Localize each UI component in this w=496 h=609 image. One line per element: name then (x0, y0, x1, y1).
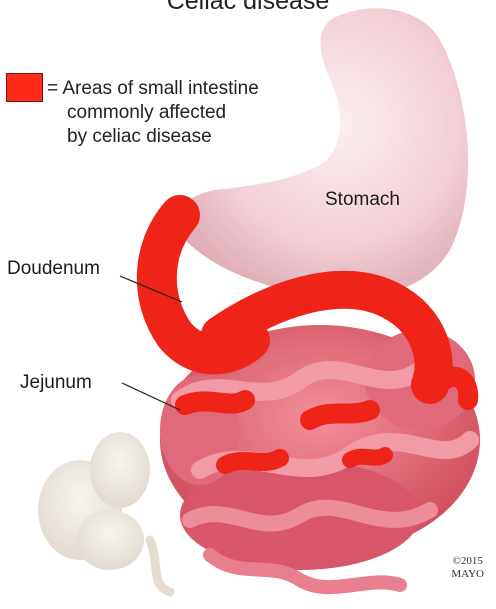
duodenum-label: Doudenum (7, 258, 100, 280)
copyright-org: MAYO (451, 568, 484, 581)
jejunum-label: Jejunum (20, 372, 92, 394)
copyright-year: ©2015 (451, 555, 484, 568)
stomach-shape (177, 8, 468, 298)
copyright-notice: ©2015 MAYO (451, 555, 484, 581)
stomach-label: Stomach (325, 189, 400, 211)
colon-shape (38, 432, 170, 592)
jejunum-shape (175, 330, 245, 370)
